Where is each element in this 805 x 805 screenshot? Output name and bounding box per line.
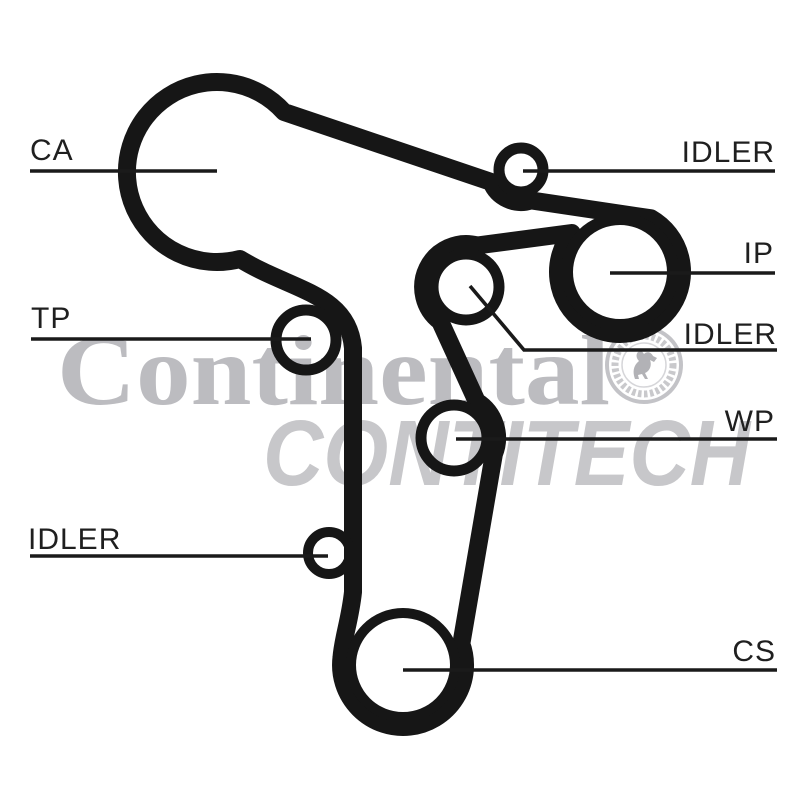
label-tp: TP — [31, 302, 71, 335]
pulley-idler-left — [303, 527, 355, 579]
pulley-crankshaft-cs — [346, 608, 460, 722]
watermark: Continental CONTITECH — [57, 315, 752, 505]
watermark-product-text: CONTITECH — [263, 401, 752, 505]
belt-path — [117, 73, 691, 736]
label-idler-top: IDLER — [682, 136, 775, 169]
pulleys — [270, 142, 679, 722]
label-idler-mid: IDLER — [684, 318, 777, 351]
leader-idler-mid — [468, 284, 777, 352]
label-idler-left: IDLER — [28, 523, 121, 556]
pulley-labels: CA TP IDLER IDLER IP IDLER WP CS — [28, 134, 777, 668]
label-cs: CS — [732, 635, 776, 668]
leader-lines — [30, 169, 777, 672]
label-ip: IP — [744, 237, 774, 270]
label-ca: CA — [30, 134, 74, 167]
timing-belt — [117, 73, 691, 736]
pulley-idler-mid — [427, 248, 505, 326]
label-wp: WP — [725, 405, 775, 438]
